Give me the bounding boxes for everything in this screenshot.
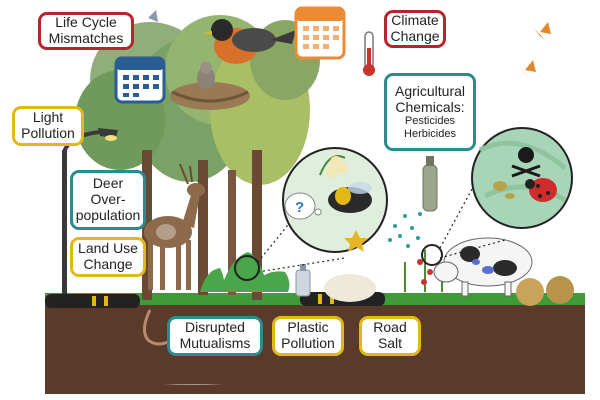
- plastic-bottle-icon: [295, 264, 311, 297]
- label-line: Herbicides: [404, 127, 456, 140]
- label-line: Agricultural: [394, 83, 466, 100]
- pollinator-zoom-circle: ?: [282, 147, 388, 253]
- label-line: Over-: [90, 191, 126, 208]
- plant-cluster: [200, 252, 290, 292]
- cow-icon: [433, 237, 533, 297]
- label-line: Disrupted: [185, 319, 245, 336]
- road-stripe: [104, 296, 108, 306]
- thought-bubble: [284, 192, 316, 220]
- sprayer-icon: [422, 156, 438, 212]
- life-cycle-mismatches-label: Life Cycle Mismatches: [38, 12, 134, 50]
- land-use-change-label: Land Use Change: [70, 237, 146, 277]
- label-line: Pollution: [281, 335, 335, 351]
- nest-twigs: [171, 90, 249, 103]
- robin-icon: [204, 19, 296, 64]
- connector-line: [439, 177, 479, 249]
- disrupted-mutualisms-label: Disrupted Mutualisms: [167, 316, 263, 356]
- agricultural-chemicals-label: Agricultural Chemicals: Pesticides Herbi…: [384, 73, 476, 151]
- label-line: Mismatches: [48, 30, 124, 46]
- climate-change-label: Climate Change: [384, 10, 446, 48]
- deer-overpopulation-label: Deer Over- population: [70, 170, 146, 230]
- label-line: Salt: [377, 335, 403, 351]
- tree-trunk: [252, 150, 262, 300]
- flower-icon: [344, 230, 368, 252]
- tree-trunk: [198, 160, 208, 295]
- label-line: Plastic: [287, 319, 329, 336]
- butterfly-icon: [142, 10, 158, 26]
- thermometer-icon: [363, 31, 375, 76]
- spray-droplets: [388, 212, 422, 248]
- label-line: population: [75, 206, 141, 223]
- label-line: Change: [390, 28, 440, 44]
- tree-trunk: [228, 170, 236, 295]
- label-line: Light: [32, 109, 64, 126]
- label-line: Land Use: [78, 240, 138, 257]
- soil-bottom-edge: [45, 372, 585, 394]
- hay-bale-icon: [546, 276, 574, 304]
- light-pollution-label: Light Pollution: [12, 106, 84, 146]
- label-line: Road: [373, 319, 407, 336]
- label-line: Climate: [391, 12, 439, 29]
- calendar-icon-orange: [294, 6, 346, 60]
- ladybug-icon: [525, 178, 557, 202]
- label-line: Life Cycle: [55, 14, 117, 31]
- label-line: Mutualisms: [179, 335, 251, 351]
- road-salt-label: Road Salt: [359, 316, 421, 356]
- connector-line: [439, 239, 506, 259]
- highlight-circle: [234, 255, 260, 281]
- skull-crossbones-icon: [511, 147, 541, 178]
- chemical-zoom-circle: [471, 127, 573, 229]
- plastic-pollution-label: Plastic Pollution: [272, 316, 344, 356]
- calendar-icon-blue: [114, 56, 166, 104]
- label-line: Change: [83, 256, 133, 272]
- question-mark: ?: [295, 199, 304, 216]
- baby-bird-icon: [197, 67, 215, 89]
- label-line: Chemicals:: [395, 98, 465, 115]
- label-line: Pesticides: [404, 115, 456, 128]
- salt-pile-icon: [324, 274, 376, 302]
- baby-bird-head: [200, 62, 212, 74]
- butterfly-icon: [534, 22, 551, 40]
- highlight-circle: [421, 244, 443, 266]
- aphid-icon: [493, 181, 515, 199]
- label-line: Pollution: [21, 125, 75, 141]
- label-line: Deer: [92, 175, 124, 192]
- butterfly-icon: [518, 60, 536, 78]
- worm-icon: [143, 309, 173, 346]
- road-stripe: [92, 296, 96, 306]
- bird-nest: [170, 82, 250, 110]
- road-stripe: [318, 294, 322, 304]
- deer-icon: [144, 163, 205, 290]
- hay-bale-icon: [516, 278, 544, 306]
- road-stripe: [330, 294, 334, 304]
